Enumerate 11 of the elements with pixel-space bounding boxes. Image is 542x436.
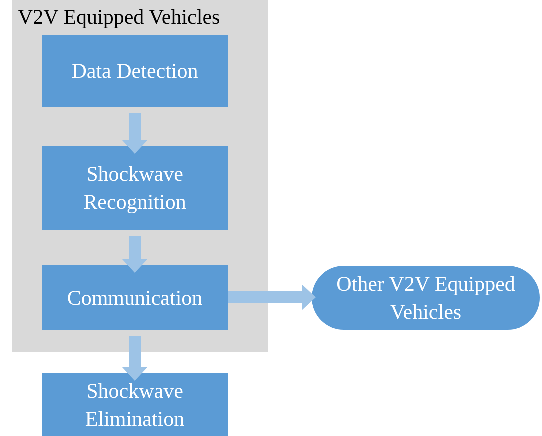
arrow	[122, 236, 148, 273]
process-box: Shockwave Elimination	[42, 373, 228, 436]
process-box: Data Detection	[42, 35, 228, 107]
group-panel	[12, 0, 268, 352]
process-box: Shockwave Recognition	[42, 146, 228, 230]
rounded-process-box: Other V2V Equipped Vehicles	[312, 266, 540, 330]
arrow	[122, 336, 148, 381]
process-box: Communication	[42, 265, 228, 330]
group-title: V2V Equipped Vehicles	[18, 4, 220, 30]
arrow	[228, 284, 316, 310]
arrow	[122, 113, 148, 154]
